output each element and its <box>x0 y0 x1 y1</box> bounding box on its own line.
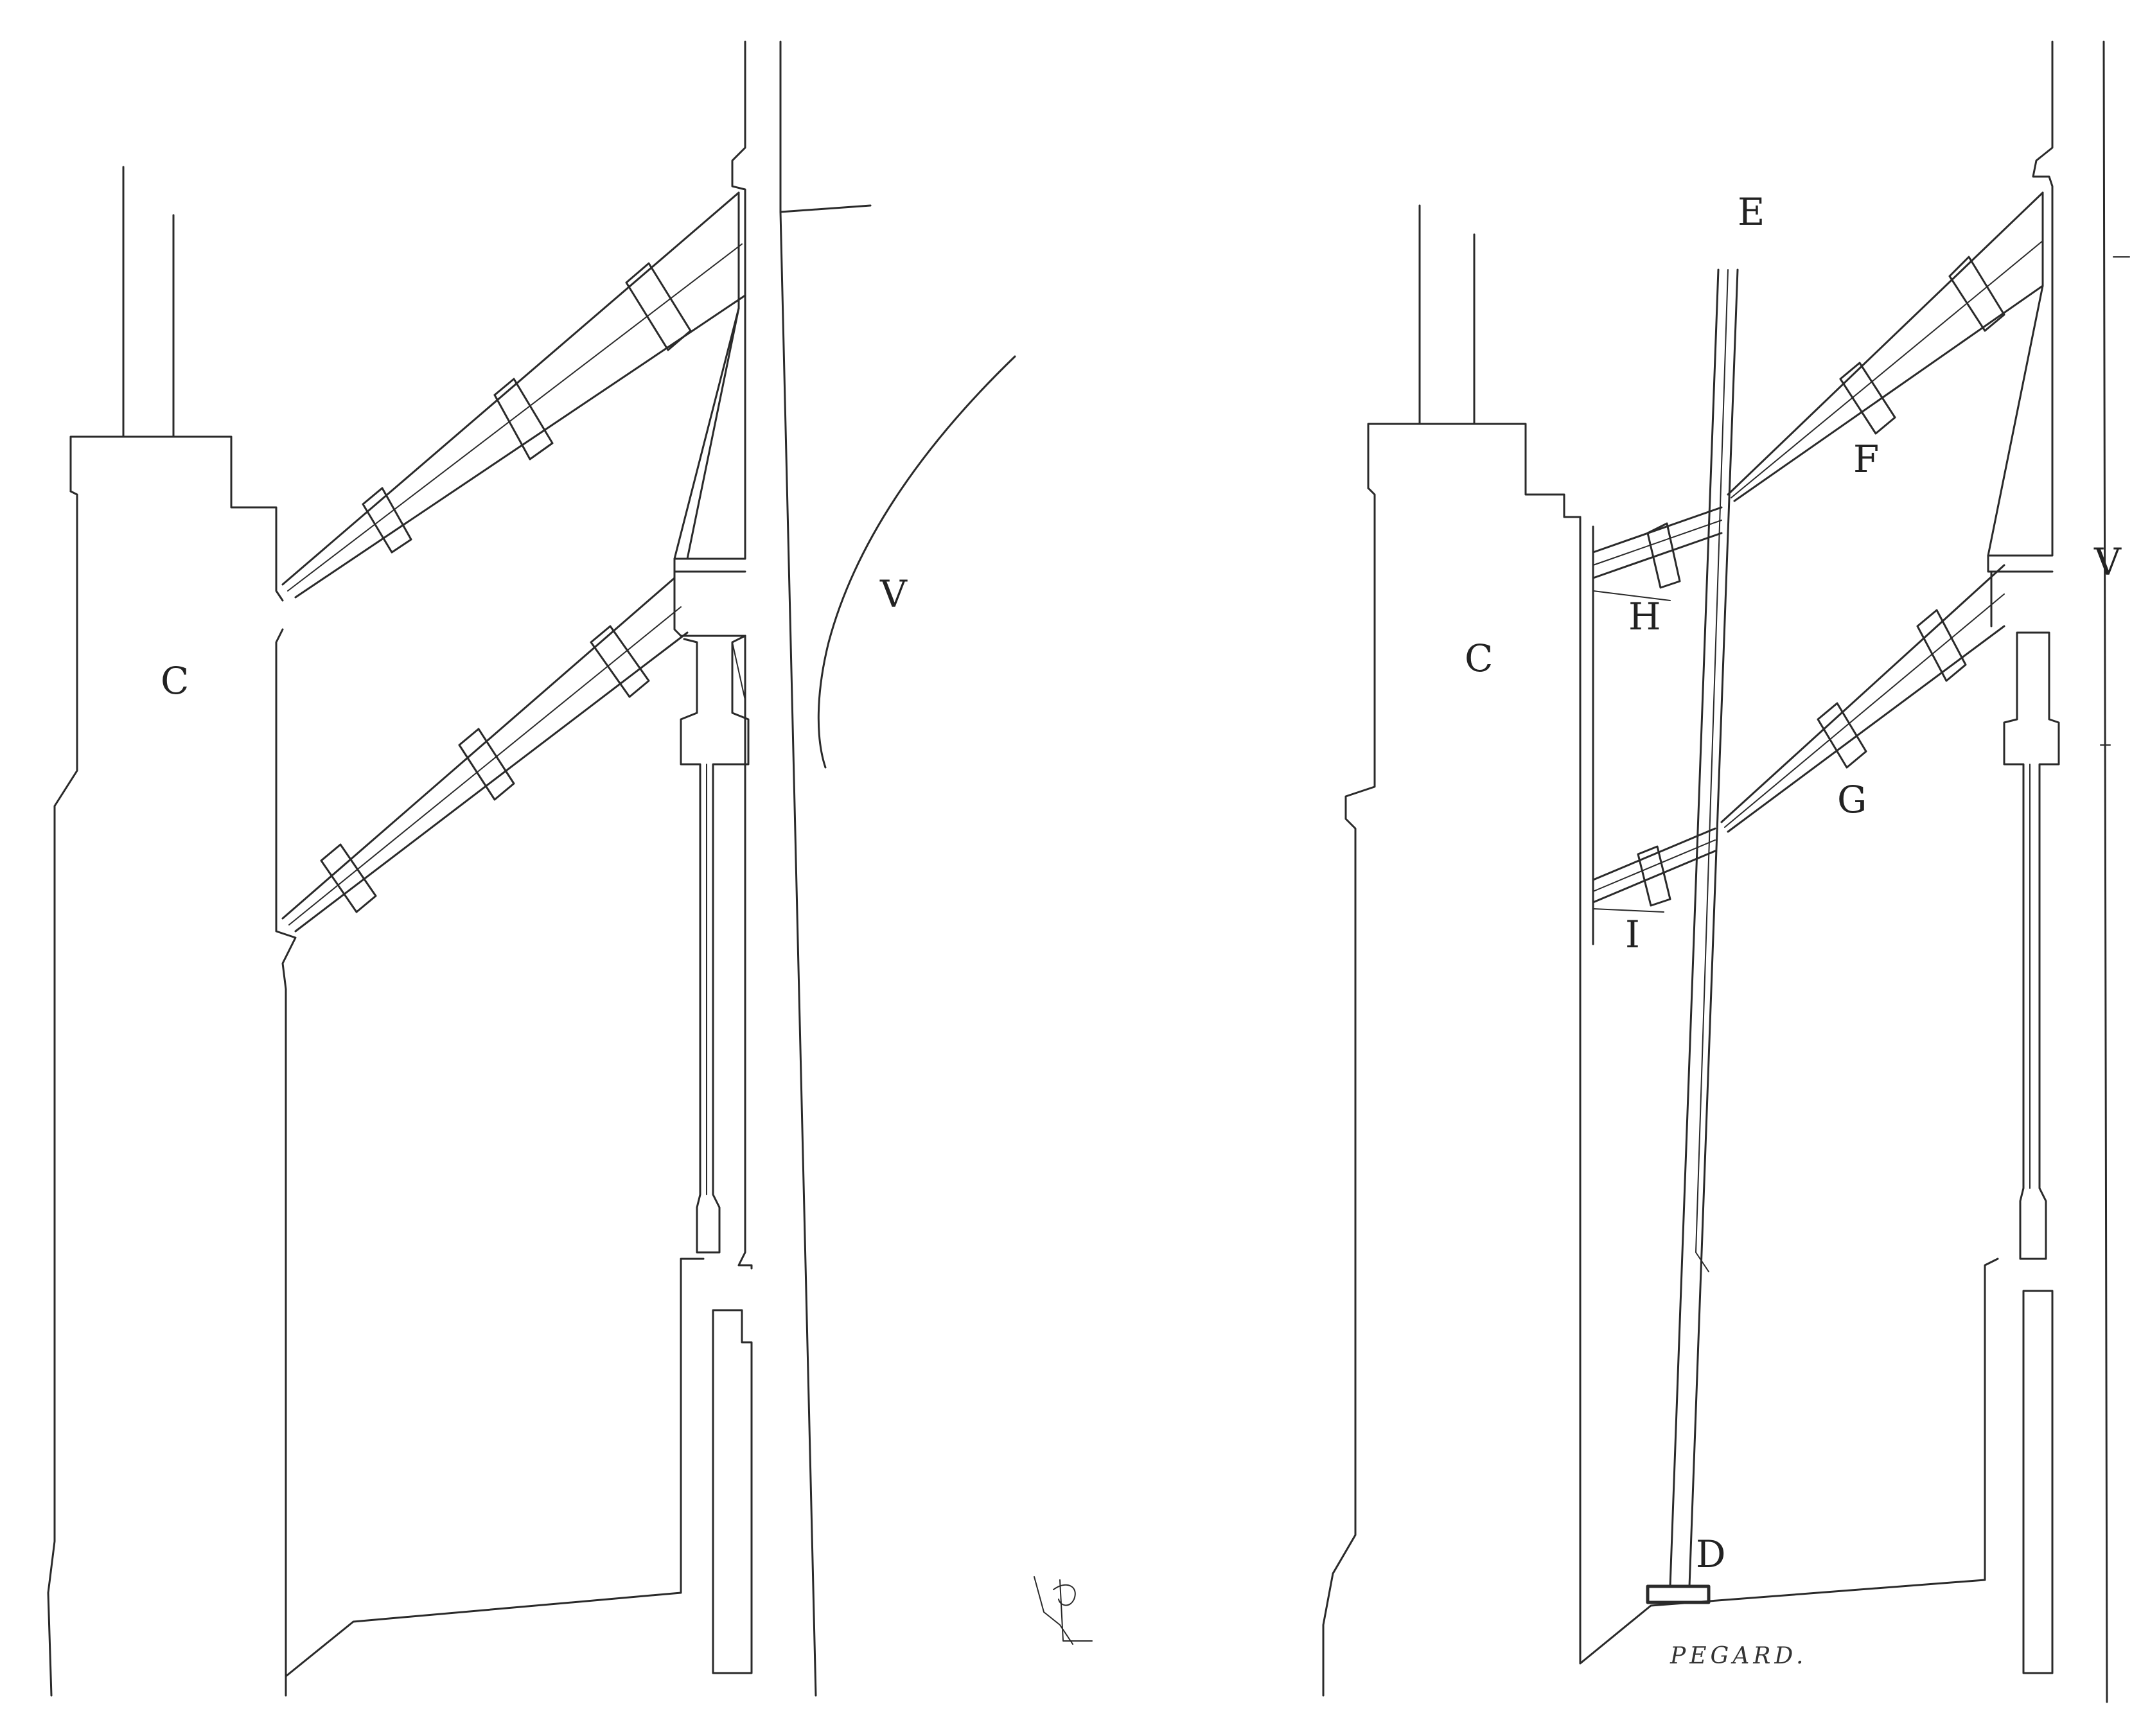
label-right-v: V <box>2093 540 2122 584</box>
label-left-v: V <box>879 572 908 616</box>
left-clerestory-wall <box>673 40 746 637</box>
label-h: H <box>1628 595 1661 638</box>
label-f: F <box>1853 437 1879 481</box>
label-g: G <box>1837 778 1867 821</box>
right-clerestory-wall <box>1987 40 2054 627</box>
label-right-c: C <box>1465 636 1493 680</box>
left-upper-flying-buttress <box>281 191 746 599</box>
right-colonnette <box>2003 631 2060 1674</box>
right-lower-flying-buttress <box>1592 564 2005 913</box>
label-i: I <box>1625 913 1640 956</box>
right-pier <box>1322 204 1999 1697</box>
engraver-signature: PEGARD. <box>1670 1643 1807 1669</box>
right-vault <box>2100 40 2130 1703</box>
labels: C V C V E F G H I D PEGARD. <box>161 190 2122 1669</box>
right-figure <box>1322 40 2130 1703</box>
label-e: E <box>1738 190 1765 234</box>
left-colonnette <box>680 635 750 1254</box>
label-d: D <box>1696 1532 1726 1576</box>
label-left-c: C <box>161 659 189 703</box>
left-pier <box>47 166 705 1697</box>
artist-monogram <box>1034 1576 1093 1645</box>
left-vault <box>779 40 1016 1697</box>
left-figure <box>47 40 1093 1697</box>
strut-e-d <box>1646 268 1739 1604</box>
left-lower-wall <box>712 635 753 1674</box>
left-lower-flying-buttress <box>281 577 689 933</box>
right-upper-flying-buttress <box>1592 191 2044 601</box>
